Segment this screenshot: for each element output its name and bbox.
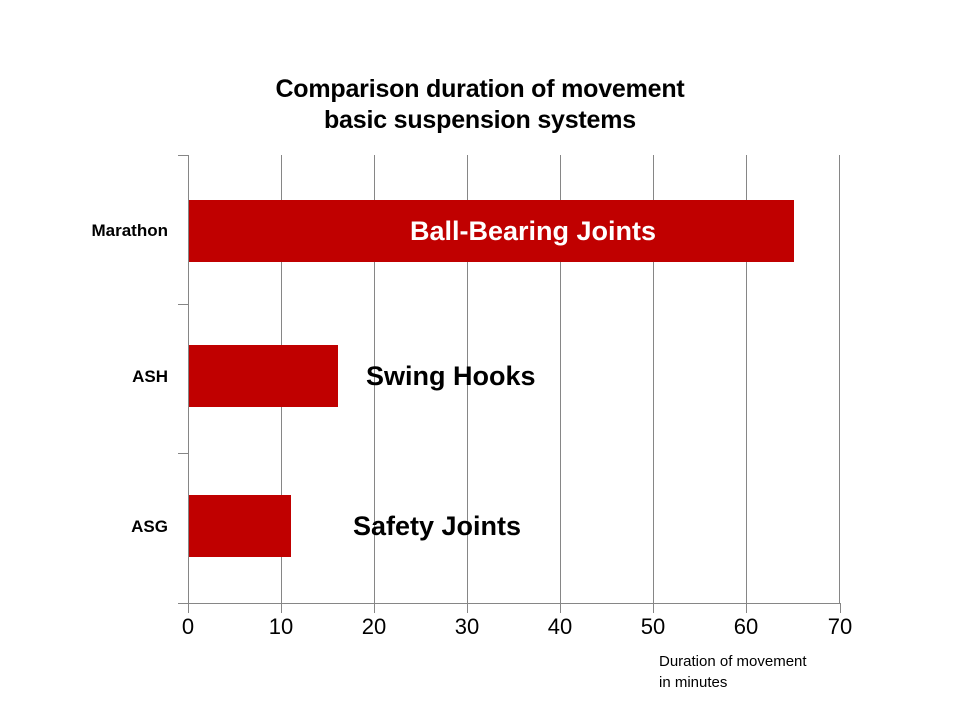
gridline-20: [374, 155, 375, 603]
bar-label-marathon: Ball-Bearing Joints: [410, 216, 657, 246]
y-axis-tick: [178, 453, 188, 454]
x-tick-label-40: 40: [547, 614, 573, 639]
x-axis-tick: [840, 604, 841, 613]
x-axis-tick: [188, 604, 189, 613]
gridline-30: [467, 155, 468, 603]
y-axis-label-asg: ASG: [131, 517, 168, 536]
x-axis-tick: [653, 604, 654, 613]
x-axis-tick: [467, 604, 468, 613]
y-axis-tick: [178, 304, 188, 305]
bar-marathon[interactable]: [189, 200, 794, 262]
bar-asg[interactable]: [189, 495, 291, 557]
x-tick-label-60: 60: [733, 614, 759, 639]
gridline-70: [839, 155, 840, 603]
x-tick-label-10: 10: [268, 614, 294, 639]
y-axis-label-ash: ASH: [132, 367, 168, 386]
y-axis-label-marathon: Marathon: [91, 221, 169, 240]
gridline-50: [653, 155, 654, 603]
x-tick-label-30: 30: [454, 614, 480, 639]
y-axis-tick: [178, 603, 188, 604]
x-axis-tick: [560, 604, 561, 613]
x-axis-tick: [374, 604, 375, 613]
x-axis-title: Duration of movement in minutes: [659, 651, 807, 693]
bar-ash[interactable]: [189, 345, 338, 407]
bar-label-ash: Swing Hooks: [366, 361, 536, 391]
x-tick-label-20: 20: [361, 614, 387, 639]
bar-label-asg: Safety Joints: [353, 511, 522, 541]
y-axis-tick: [178, 155, 188, 156]
x-axis-tick: [746, 604, 747, 613]
x-axis-title-line-2: in minutes: [659, 674, 728, 691]
y-axis-line: [188, 155, 189, 604]
chart-title-line-2: basic suspension systems: [323, 106, 636, 134]
x-axis-tick: [281, 604, 282, 613]
x-axis-title-line-1: Duration of movement: [659, 653, 807, 670]
x-tick-label-50: 50: [640, 614, 666, 639]
chart-title-line-1: Comparison duration of movement: [275, 75, 685, 103]
gridline-60: [746, 155, 747, 603]
chart-title: Comparison duration of movement basic su…: [0, 74, 960, 136]
x-axis-line: [188, 603, 841, 604]
x-tick-label-70: 70: [827, 614, 853, 639]
x-tick-label-0: 0: [181, 614, 195, 639]
gridline-40: [560, 155, 561, 603]
